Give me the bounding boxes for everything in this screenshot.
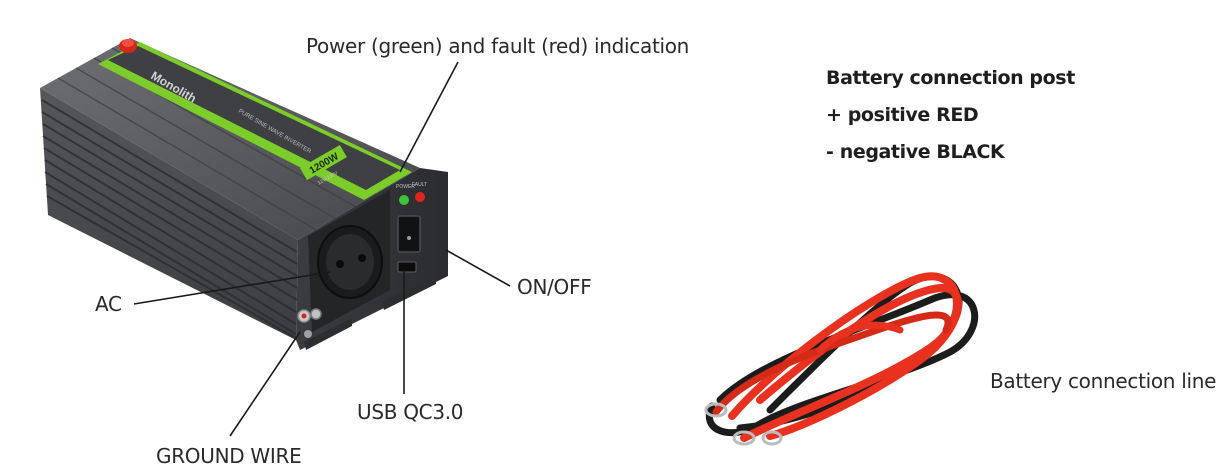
usb-callout: USB QC3.0 — [357, 400, 464, 424]
fault-led-label: FAULT — [412, 182, 427, 188]
battery-terminal-negative — [310, 308, 322, 320]
ac-socket — [317, 225, 383, 299]
cable-ring-terminal — [761, 430, 783, 446]
ground-terminal — [304, 330, 312, 338]
battery-post-negative: - negative BLACK — [826, 141, 1005, 163]
battery-post-title: Battery connection post — [826, 67, 1075, 89]
power-led — [399, 195, 409, 205]
ac-leader — [133, 271, 331, 305]
on-off-leader — [445, 249, 511, 287]
on-off-callout: ON/OFF — [517, 275, 592, 299]
inverter-side-face — [40, 88, 298, 340]
ac-callout: AC — [95, 292, 122, 316]
ground-leader — [229, 331, 301, 437]
cable-ring-terminal — [732, 430, 756, 446]
fault-led — [415, 192, 425, 202]
power-led-label: POWER — [396, 184, 415, 190]
battery-line-callout: Battery connection line — [990, 369, 1217, 393]
indication-callout: Power (green) and fault (red) indication — [306, 34, 690, 58]
inverter: Monolith PURE SINE WAVE INVERTER 1200W 1… — [40, 38, 448, 350]
usb-port — [397, 261, 417, 273]
on-off-switch — [397, 215, 421, 253]
callout-lines — [133, 61, 511, 437]
cable-ring-terminal — [704, 402, 728, 418]
battery-cable — [704, 272, 979, 446]
indication-leader — [399, 61, 459, 173]
battery-post-positive: + positive RED — [826, 104, 979, 126]
ground-wire-callout: GROUND WIRE — [156, 444, 302, 468]
